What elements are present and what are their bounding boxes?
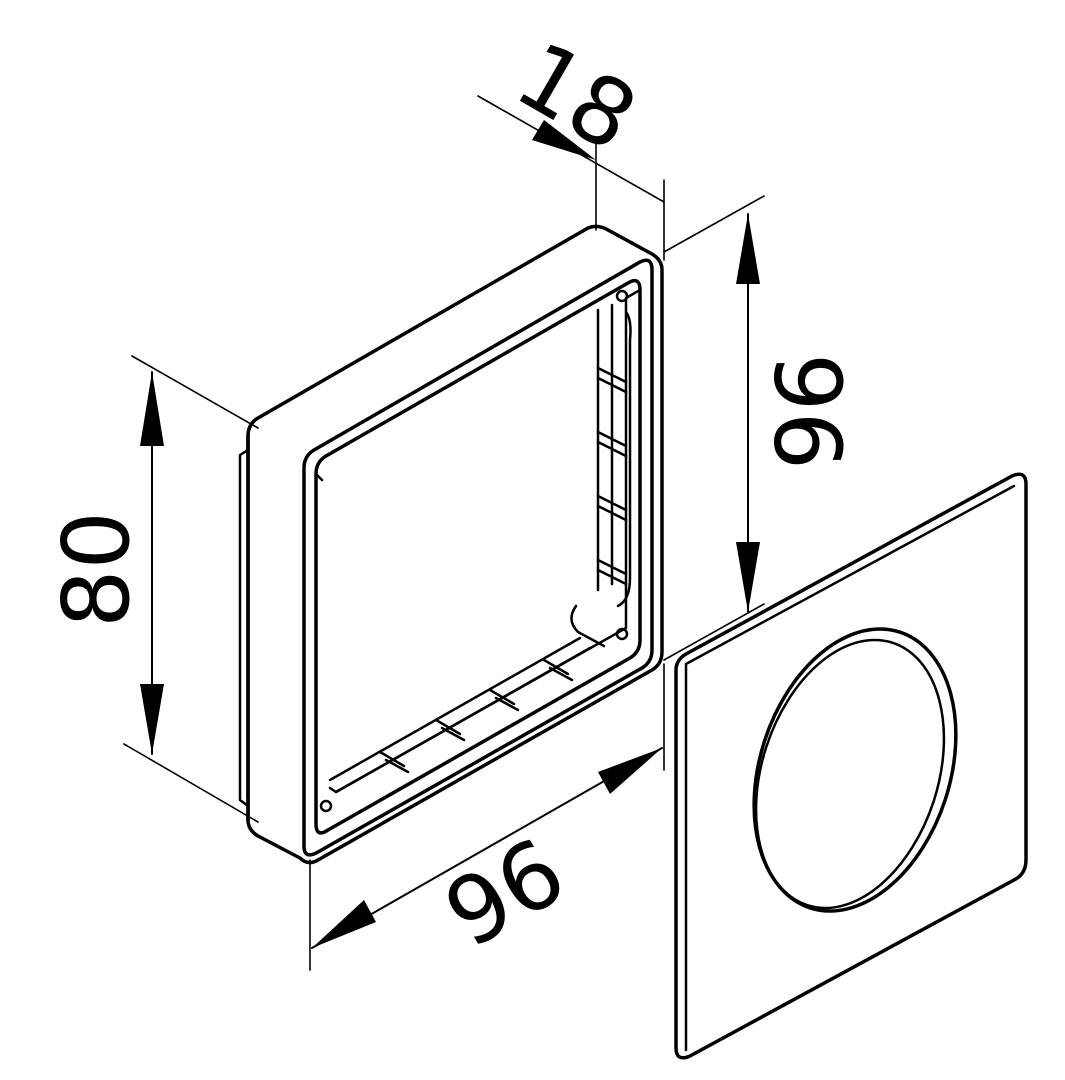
frame-front-lip <box>302 258 654 857</box>
frame-hole-left <box>319 799 333 813</box>
plate-height-arrow-top <box>736 214 760 284</box>
frame-inner-depth <box>314 288 642 794</box>
height-arrow-top <box>140 372 164 446</box>
width-arrow-right <box>598 748 662 794</box>
frame-rail-ribs <box>596 366 628 586</box>
dim-width-label: 96 <box>428 818 583 969</box>
frame-top-face <box>246 224 664 865</box>
frame-bottom-rail <box>328 604 606 794</box>
dim-height-plate-label: 96 <box>757 353 864 470</box>
frame-right-rail <box>596 303 632 608</box>
depth-arrow <box>532 120 596 160</box>
plate-edge <box>684 484 1016 1052</box>
height-arrow-bottom <box>140 684 164 754</box>
frame-left-notch <box>238 448 250 808</box>
plate-round-opening <box>752 627 958 913</box>
width-arrow-left <box>312 900 376 948</box>
dim-depth-label: 18 <box>499 21 654 172</box>
frame-box <box>238 224 664 865</box>
plate-outline <box>674 472 1028 1060</box>
frame-bottom-ribs <box>378 658 574 774</box>
dim-height-front-label: 80 <box>43 511 150 628</box>
frame-hole-top <box>615 289 629 303</box>
dimension-plate-height: 96 <box>663 195 864 661</box>
frame-inner-opening <box>314 278 642 835</box>
dimension-front-height: 80 <box>43 355 259 823</box>
plate-height-arrow-bottom <box>736 542 760 612</box>
cover-plate <box>674 472 1028 1060</box>
frame-hole-right <box>615 627 629 641</box>
dimension-depth: 18 <box>477 21 665 261</box>
plate-opening-inner <box>754 638 946 910</box>
